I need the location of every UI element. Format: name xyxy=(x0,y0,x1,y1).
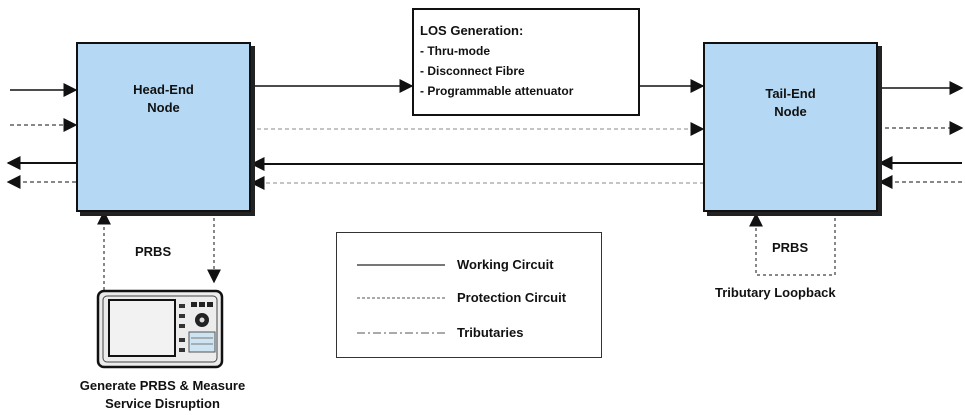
tail-end-node-title-line1: Tail-End xyxy=(765,86,816,101)
head-end-node-title-line1: Head-End xyxy=(133,82,194,97)
legend-box: Working Circuit Protection Circuit Tribu… xyxy=(336,232,602,358)
legend-working-label: Working Circuit xyxy=(457,257,554,272)
tester-caption-line2: Service Disruption xyxy=(105,396,220,411)
los-box-title: LOS Generation: xyxy=(420,23,524,38)
test-instrument-icon xyxy=(96,289,224,369)
los-box-item: - Thru-mode xyxy=(420,44,490,58)
los-generation-box: LOS Generation: - Thru-mode - Disconnect… xyxy=(412,8,640,116)
prbs-label-right: PRBS xyxy=(772,240,809,255)
head-end-node-title-line2: Node xyxy=(147,100,180,115)
los-box-item: - Programmable attenuator xyxy=(420,84,574,98)
los-box-item: - Disconnect Fibre xyxy=(420,64,525,78)
tributary-loopback-line xyxy=(749,212,836,276)
prbs-label-left: PRBS xyxy=(135,244,172,259)
legend-tributaries-label: Tributaries xyxy=(457,325,524,340)
tester-caption-line1: Generate PRBS & Measure xyxy=(79,378,246,393)
tributary-loopback-label: Tributary Loopback xyxy=(715,285,836,300)
head-end-node: Head-End Node xyxy=(76,42,251,212)
legend-samples xyxy=(357,264,445,334)
tail-end-node: Tail-End Node xyxy=(703,42,878,212)
tail-end-node-title-line2: Node xyxy=(774,104,807,119)
legend-protection-label: Protection Circuit xyxy=(457,290,567,305)
